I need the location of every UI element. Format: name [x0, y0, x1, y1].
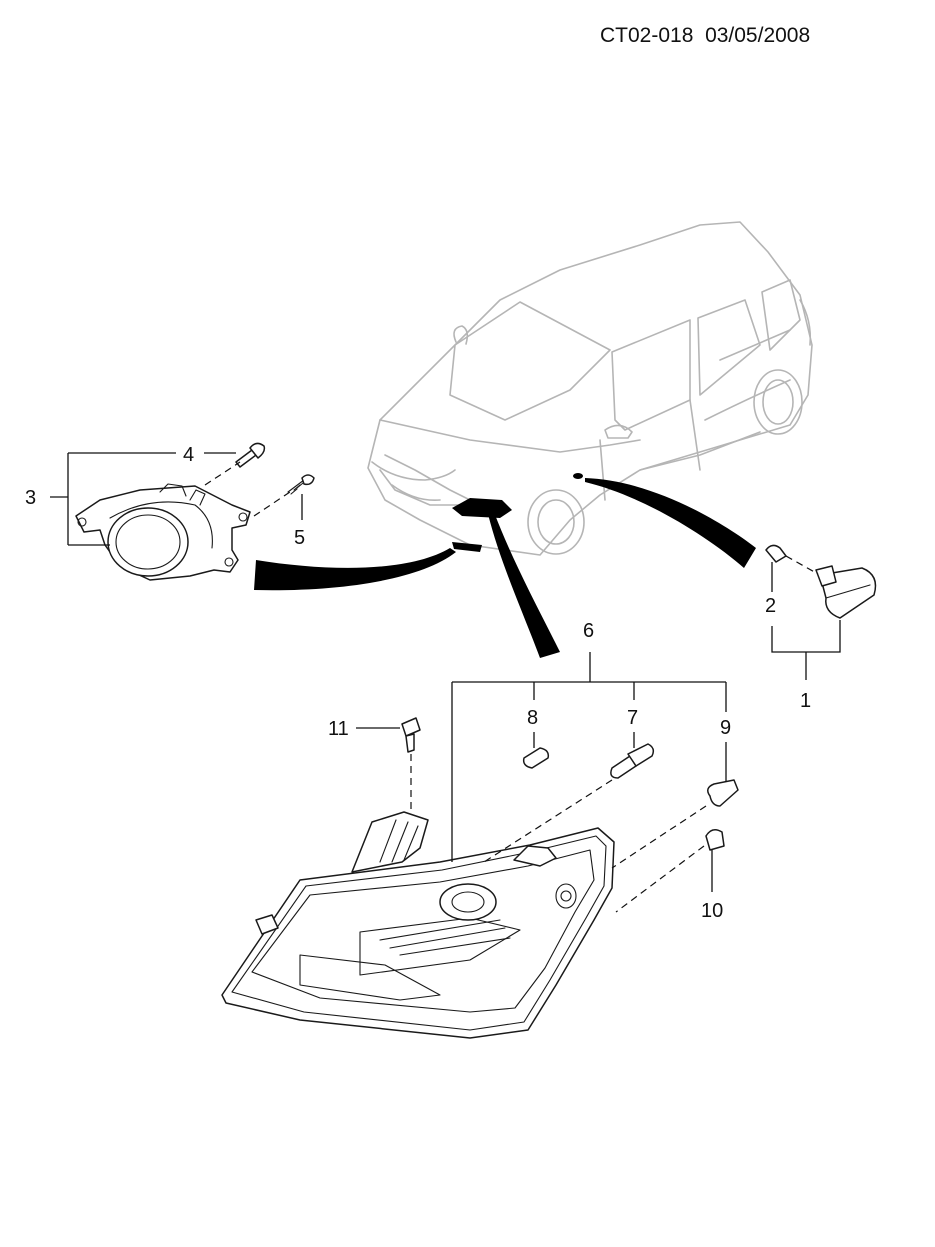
- headlamp-assembly: [221, 811, 615, 1039]
- bolt-11: [401, 717, 421, 753]
- callout-5: 5: [294, 527, 305, 549]
- vehicle-illustration: [367, 221, 813, 556]
- callout-9: 9: [720, 717, 731, 739]
- callout-1: 1: [800, 690, 811, 712]
- drawing-code: CT02-018: [600, 24, 694, 47]
- drawing-header: CT02-018 03/05/2008: [600, 24, 900, 52]
- headlamp-pointer: [488, 512, 560, 658]
- callout-10: 10: [701, 900, 723, 922]
- bulb-7: [610, 743, 655, 779]
- socket-10: [705, 829, 725, 851]
- side-marker-location-highlight: [573, 473, 583, 479]
- drawing-date: 03/05/2008: [705, 24, 811, 47]
- fog-lamp-assembly: [75, 483, 251, 581]
- callout-6: 6: [583, 620, 594, 642]
- callout-4: 4: [183, 444, 194, 466]
- fog-lamp-lens: [107, 507, 189, 577]
- callout-8: 8: [527, 707, 538, 729]
- callout-3: 3: [25, 487, 36, 509]
- leader-lines: [50, 452, 841, 892]
- headlamp-location-highlight: [452, 498, 512, 518]
- screw-5: [287, 474, 315, 495]
- fog-lamp-pointer: [254, 548, 456, 591]
- callout-2: 2: [765, 595, 776, 617]
- bulb-8: [522, 747, 550, 769]
- side-marker-lamp: [815, 565, 877, 619]
- bulb-9: [707, 779, 739, 807]
- callout-7: 7: [627, 707, 638, 729]
- side-marker-pointer: [585, 478, 756, 568]
- callout-11: 11: [328, 718, 349, 740]
- bolt-4: [235, 442, 266, 468]
- fog-lamp-location-highlight: [452, 542, 482, 552]
- bulb-2: [765, 544, 787, 563]
